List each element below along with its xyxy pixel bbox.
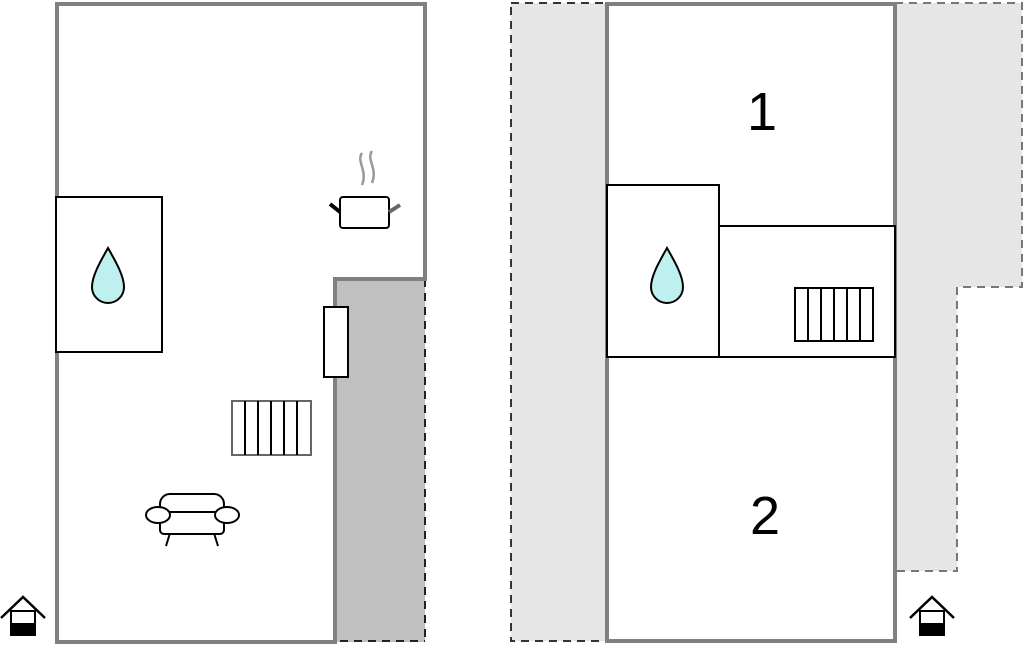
kitchen-pot-icon: [328, 150, 402, 229]
radiator-icon: [231, 400, 312, 456]
terrace-left: [510, 2, 608, 642]
upper-floor-plan: 1 2: [510, 2, 1023, 643]
bathroom-drop-icon: [90, 245, 126, 304]
entrance-icon: [0, 595, 46, 636]
room-label-1: 1: [747, 82, 777, 142]
room-label-2: 2: [750, 486, 780, 546]
door-icon: [323, 306, 349, 378]
entrance-icon: [909, 595, 955, 636]
bathroom-drop-icon: [649, 245, 685, 304]
ground-floor-plan: [55, 2, 427, 644]
sofa-icon: [145, 493, 240, 547]
terrace-dark-area: [335, 279, 425, 642]
terrace-right: [894, 2, 1023, 572]
radiator-icon: [794, 287, 874, 342]
